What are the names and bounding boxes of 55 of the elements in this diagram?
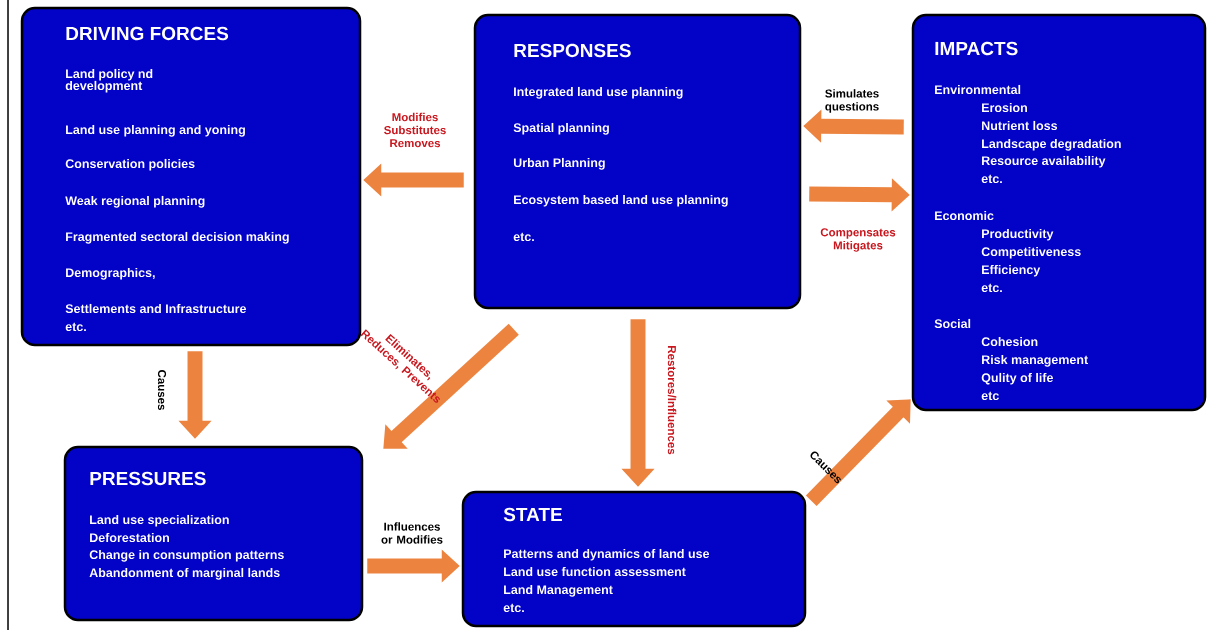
list-item: Settlements and Infrastructure: [65, 303, 247, 314]
list-item: Land use planning and yoning: [66, 124, 245, 137]
box-heading: DRIVING FORCES: [66, 26, 229, 41]
list-item: Conservation policies: [65, 158, 195, 171]
list-item: etc: [981, 391, 999, 401]
box-heading: RESPONSES: [514, 43, 631, 58]
box-heading: PRESSURES: [90, 471, 206, 486]
list-item: Productivity: [982, 228, 1054, 241]
edge-label: Modifies Substitutes Removes: [384, 112, 446, 148]
list-item: Demographics,: [66, 267, 155, 280]
list-item: Deforestation: [90, 532, 169, 543]
list-item: Land Management: [504, 584, 613, 597]
list-item: Ecosystem based land use planning: [514, 194, 728, 207]
list-item: Patterns and dynamics of land use: [504, 548, 710, 561]
box-heading: IMPACTS: [935, 41, 1018, 56]
list-item: etc.: [513, 232, 534, 242]
block-arrow: [805, 399, 911, 506]
list-item: Cohesion: [981, 336, 1038, 347]
list-item: Land policy nd development: [65, 68, 153, 93]
edge-label: Influences or Modifies: [381, 522, 443, 544]
list-item: etc.: [65, 322, 86, 332]
edge-label: Causes: [157, 370, 167, 410]
list-item: Erosion: [982, 102, 1027, 113]
list-item: Social: [934, 318, 971, 329]
dpsir-box: [473, 13, 802, 310]
list-item: Land use specialization: [90, 514, 229, 527]
list-item: Integrated land use planning: [514, 86, 683, 99]
list-item: Abandonment of marginal lands: [89, 567, 280, 580]
dpsir-box: [20, 6, 362, 347]
box-heading: STATE: [503, 507, 562, 522]
list-item: Qulity of life: [981, 372, 1053, 385]
dpsir-box: [911, 13, 1207, 412]
list-item: Environmental: [935, 84, 1021, 95]
block-arrow: [383, 323, 519, 449]
list-item: Weak regional planning: [65, 195, 205, 208]
list-item: etc.: [981, 174, 1002, 184]
list-item: Urban Planning: [513, 157, 605, 170]
list-item: Nutrient loss: [982, 120, 1058, 131]
list-item: Fragmented sectoral decision making: [66, 231, 289, 244]
edge-label: Restores/Influences: [667, 346, 677, 455]
list-item: Efficiency: [982, 264, 1041, 277]
list-item: Change in consumption patterns: [89, 549, 284, 562]
list-item: Land use function assessment: [504, 566, 686, 577]
list-item: Landscape degradation: [982, 138, 1121, 151]
edge-label: Simulates questions: [825, 89, 879, 113]
edge-label: Compensates Mitigates: [820, 228, 896, 252]
list-item: Economic: [935, 210, 994, 221]
list-item: Risk management: [982, 354, 1088, 367]
list-item: Competitiveness: [981, 246, 1081, 259]
list-item: Resource availability: [982, 155, 1106, 168]
list-item: etc.: [981, 283, 1002, 293]
list-item: Spatial planning: [513, 122, 609, 135]
list-item: etc.: [503, 603, 524, 613]
dpsir-box: [461, 490, 807, 628]
dpsir-box: [63, 445, 364, 622]
